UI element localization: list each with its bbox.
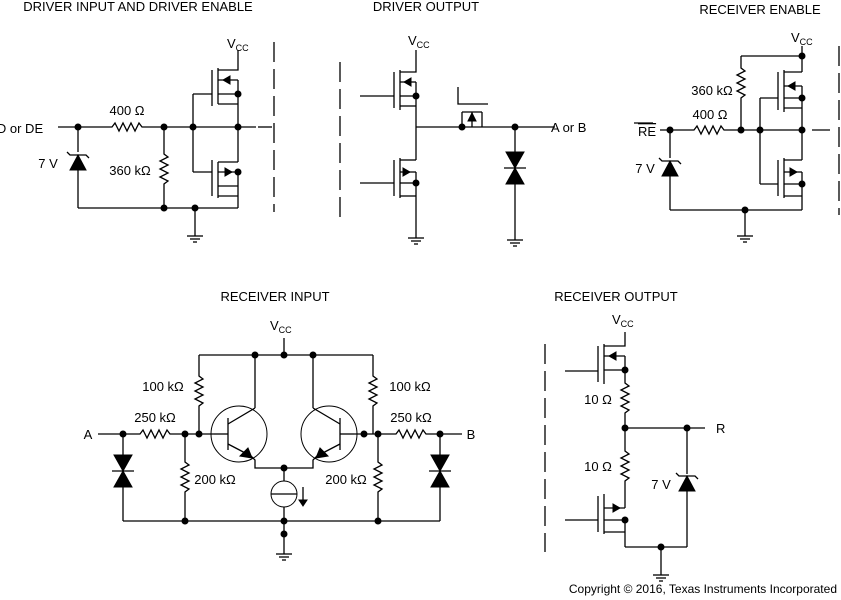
label-7v: 7 V	[651, 477, 671, 492]
junction-dot	[195, 430, 203, 438]
tvs-diode	[430, 454, 450, 473]
pin-label-r: R	[716, 421, 725, 436]
receiver-output-circuit: VCC 10 Ω R 10 Ω 7 V	[544, 312, 725, 582]
receiver-enable-circuit: RE 400 Ω 7 V 360 kΩ VCC	[634, 30, 840, 243]
protection-arrow	[467, 111, 477, 122]
label-400-ohm: 400 Ω	[109, 103, 144, 118]
junction-dot	[798, 126, 806, 134]
tvs-diode	[430, 469, 450, 488]
nmos-arrow	[402, 167, 412, 177]
title-receiver-enable: RECEIVER ENABLE	[699, 2, 821, 17]
emitter-arrow	[315, 447, 330, 459]
resistor-10-ohm-bottom	[620, 446, 630, 486]
npn-transistor-left	[210, 405, 268, 463]
driver-input-circuit: D or DE 400 Ω 7 V 360 kΩ	[0, 36, 275, 243]
resistor-400-ohm	[689, 125, 729, 135]
junction-dot	[160, 204, 168, 212]
resistor-250-kohm-left	[135, 429, 175, 439]
vcc-label: VCC	[227, 36, 249, 53]
pmos-arrow	[607, 351, 617, 361]
tvs-diode	[113, 469, 133, 488]
junction-dot	[280, 530, 288, 538]
label-100-kohm-right: 100 kΩ	[389, 379, 431, 394]
pin-label-a: A	[84, 427, 93, 442]
resistor-360-kohm	[159, 149, 169, 189]
current-direction-arrow	[298, 499, 308, 507]
junction-dot	[798, 94, 806, 102]
pmos-arrow	[402, 77, 412, 87]
resistor-400-ohm	[107, 122, 147, 132]
driver-output-circuit: VCC A or B	[339, 33, 586, 247]
pmos-arrow	[786, 81, 796, 91]
copyright-notice: Copyright © 2016, Texas Instruments Inco…	[568, 582, 837, 596]
junction-dot	[280, 517, 288, 525]
title-receiver-input: RECEIVER INPUT	[220, 289, 329, 304]
title-driver-input: DRIVER INPUT AND DRIVER ENABLE	[23, 0, 253, 14]
label-400-ohm: 400 Ω	[692, 107, 727, 122]
resistor-100-kohm-right	[368, 371, 378, 411]
label-250-kohm-left: 250 kΩ	[134, 410, 176, 425]
zener-diode	[66, 151, 90, 171]
junction-dot	[280, 351, 288, 359]
resistor-250-kohm-right	[391, 429, 431, 439]
resistor-200-kohm-right	[373, 457, 383, 497]
ground-symbol	[275, 545, 293, 561]
junction-dot	[374, 517, 382, 525]
vcc-label: VCC	[408, 33, 430, 50]
label-10-ohm-bottom: 10 Ω	[584, 459, 612, 474]
zener-diode	[658, 157, 682, 177]
junction-dot	[181, 517, 189, 525]
vcc-label: VCC	[612, 312, 634, 329]
ground-symbol	[186, 227, 204, 243]
ground-symbol	[652, 566, 670, 582]
resistor-360-kohm	[736, 63, 746, 103]
tvs-diode	[505, 151, 525, 170]
title-driver-output: DRIVER OUTPUT	[373, 0, 479, 14]
junction-dot	[798, 180, 806, 188]
junction-dot	[234, 168, 242, 176]
label-10-ohm-top: 10 Ω	[584, 392, 612, 407]
ground-symbol	[736, 227, 754, 243]
junction-dot	[621, 366, 629, 374]
ground-symbol	[506, 231, 524, 247]
resistor-200-kohm-left	[180, 457, 190, 497]
resistor-10-ohm-top	[620, 378, 630, 418]
vcc-label: VCC	[791, 30, 813, 47]
receiver-input-circuit: VCC 100 kΩ 100 kΩ A 250 kΩ 200 kΩ	[84, 318, 476, 561]
nmos-arrow	[224, 167, 234, 177]
nmos-arrow	[612, 503, 622, 513]
title-receiver-output: RECEIVER OUTPUT	[554, 289, 678, 304]
pin-label-re: RE	[638, 124, 656, 139]
ground-symbol	[407, 229, 425, 245]
zener-diode	[675, 472, 699, 492]
pmos-arrow	[221, 75, 231, 85]
label-360-kohm: 360 kΩ	[691, 83, 733, 98]
label-7v: 7 V	[38, 156, 58, 171]
label-200-kohm-right: 200 kΩ	[325, 472, 367, 487]
junction-dot	[360, 430, 368, 438]
pin-label-a-or-b: A or B	[551, 120, 586, 135]
vcc-label: VCC	[270, 318, 292, 335]
tvs-diode	[505, 166, 525, 185]
resistor-100-kohm-left	[194, 371, 204, 411]
label-200-kohm-left: 200 kΩ	[194, 472, 236, 487]
label-7v: 7 V	[635, 161, 655, 176]
tvs-diode	[113, 454, 133, 473]
emitter-arrow	[238, 447, 253, 459]
label-100-kohm-left: 100 kΩ	[142, 379, 184, 394]
pin-label-b: B	[467, 427, 476, 442]
label-360-kohm: 360 kΩ	[109, 163, 151, 178]
junction-dot	[234, 90, 242, 98]
label-250-kohm-right: 250 kΩ	[390, 410, 432, 425]
pin-label-d-or-de: D or DE	[0, 121, 43, 136]
nmos-arrow	[789, 167, 799, 177]
